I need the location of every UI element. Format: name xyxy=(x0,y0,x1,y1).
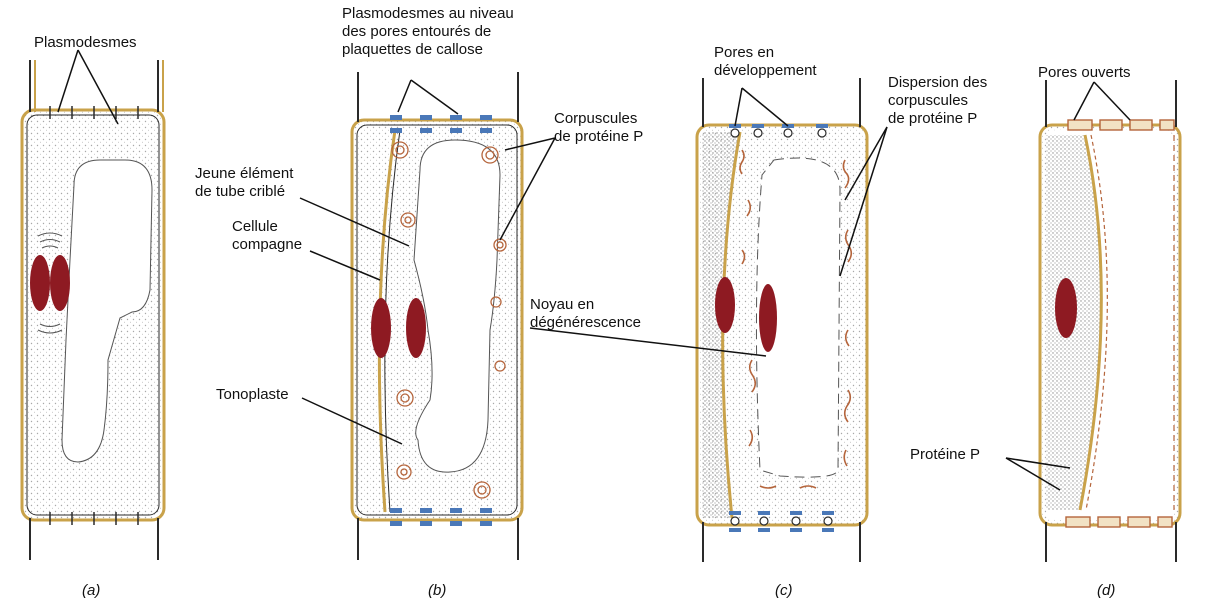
label-plasmodesmes-pores-line2: des pores entourés de xyxy=(342,23,514,41)
panel-b xyxy=(352,72,522,560)
label-corpuscules: Corpuscules de protéine P xyxy=(554,110,643,146)
vacuole-b xyxy=(414,140,500,472)
label-noyau-line2: dégénérescence xyxy=(530,314,641,332)
caption-b: (b) xyxy=(428,582,446,599)
label-cellule-compagne: Cellule compagne xyxy=(232,218,302,254)
nucleus-c-degenerating xyxy=(759,284,777,352)
label-dispersion-line1: Dispersion des xyxy=(888,74,987,92)
label-jeune-element-line2: de tube criblé xyxy=(195,183,293,201)
label-pores-developpement-line2: développement xyxy=(714,62,817,80)
panel-d xyxy=(1040,80,1180,562)
panel-a xyxy=(22,60,164,560)
nucleus-b-companion xyxy=(371,298,391,358)
nucleus-d-companion xyxy=(1055,278,1077,338)
label-plasmodesmes-pores-line1: Plasmodesmes au niveau xyxy=(342,5,514,23)
label-cellule-compagne-line1: Cellule xyxy=(232,218,302,236)
label-plasmodesmes-pores-line3: plaquettes de callose xyxy=(342,41,514,59)
label-proteine-p: Protéine P xyxy=(910,446,980,464)
label-jeune-element-line1: Jeune élément xyxy=(195,165,293,183)
label-noyau-line1: Noyau en xyxy=(530,296,641,314)
label-dispersion: Dispersion des corpuscules de protéine P xyxy=(888,74,987,128)
label-dispersion-line2: corpuscules xyxy=(888,92,987,110)
caption-c: (c) xyxy=(775,582,793,599)
label-noyau: Noyau en dégénérescence xyxy=(530,296,641,332)
label-plasmodesmes: Plasmodesmes xyxy=(34,34,137,52)
nucleus-c-companion xyxy=(715,277,735,333)
label-corpuscules-line2: de protéine P xyxy=(554,128,643,146)
panel-c xyxy=(697,78,867,562)
nucleus-a-1 xyxy=(30,255,50,311)
label-plasmodesmes-pores: Plasmodesmes au niveau des pores entouré… xyxy=(342,5,514,59)
label-jeune-element: Jeune élément de tube criblé xyxy=(195,165,293,201)
label-pores-developpement: Pores en développement xyxy=(714,44,817,80)
label-corpuscules-line1: Corpuscules xyxy=(554,110,643,128)
caption-a: (a) xyxy=(82,582,100,599)
nucleus-a-2 xyxy=(50,255,70,311)
caption-d: (d) xyxy=(1097,582,1115,599)
label-tonoplaste: Tonoplaste xyxy=(216,386,289,404)
nucleus-b-sieve xyxy=(406,298,426,358)
label-pores-ouverts: Pores ouverts xyxy=(1038,64,1131,82)
label-cellule-compagne-line2: compagne xyxy=(232,236,302,254)
label-pores-developpement-line1: Pores en xyxy=(714,44,817,62)
label-dispersion-line3: de protéine P xyxy=(888,110,987,128)
